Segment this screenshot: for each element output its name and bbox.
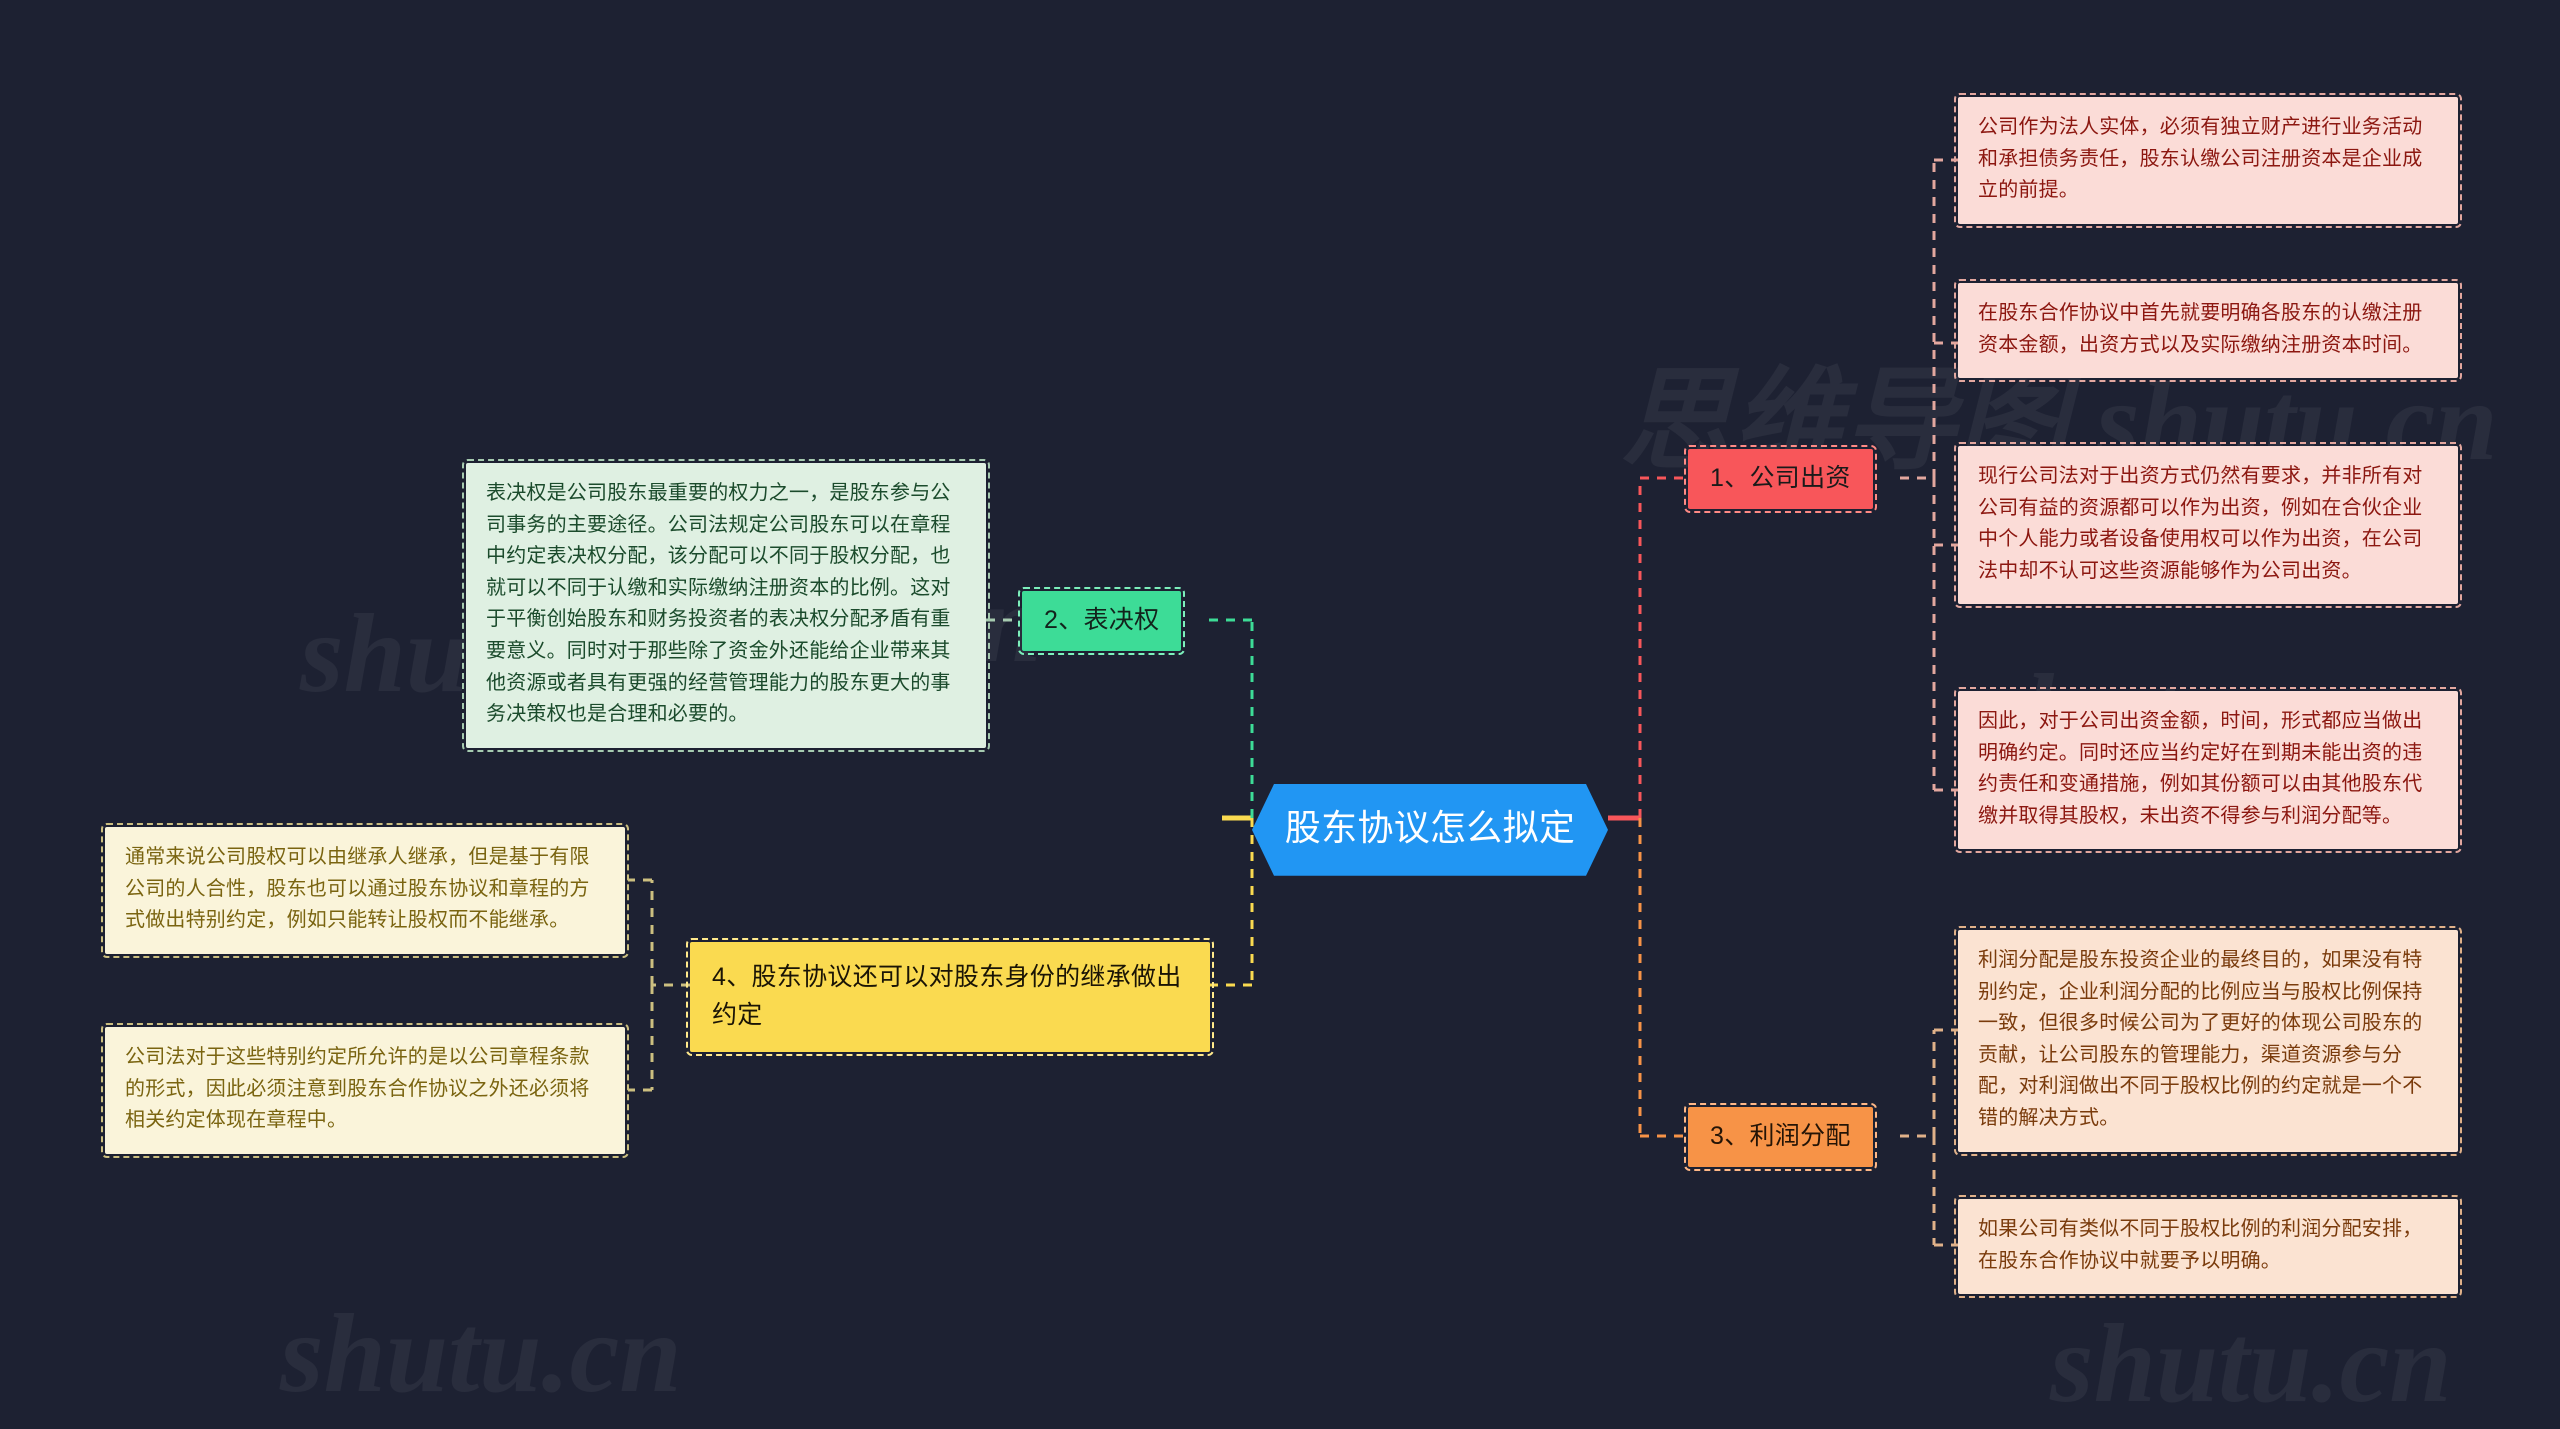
leaf-node[interactable]: 通常来说公司股权可以由继承人继承，但是基于有限公司的人合性，股东也可以通过股东协… xyxy=(101,823,629,958)
branch-label-biaojuequan[interactable]: 2、表决权 xyxy=(1017,587,1186,655)
branch-label-gudongshenfen-jicheng[interactable]: 4、股东协议还可以对股东身份的继承做出约定 xyxy=(686,938,1214,1056)
branch-label-lirunfenpei[interactable]: 3、利润分配 xyxy=(1684,1103,1877,1171)
leaf-node[interactable]: 利润分配是股东投资企业的最终目的，如果没有特别约定，企业利润分配的比例应当与股权… xyxy=(1954,926,2462,1156)
leaf-node[interactable]: 公司法对于这些特别约定所允许的是以公司章程条款的形式，因此必须注意到股东合作协议… xyxy=(101,1023,629,1158)
leaf-node[interactable]: 公司作为法人实体，必须有独立财产进行业务活动和承担债务责任，股东认缴公司注册资本… xyxy=(1954,93,2462,228)
central-topic[interactable]: 股东协议怎么拟定 xyxy=(1252,784,1608,876)
leaf-node[interactable]: 在股东合作协议中首先就要明确各股东的认缴注册资本金额，出资方式以及实际缴纳注册资… xyxy=(1954,278,2462,383)
leaf-node[interactable]: 如果公司有类似不同于股权比例的利润分配安排，在股东合作协议中就要予以明确。 xyxy=(1954,1194,2462,1299)
leaf-node[interactable]: 现行公司法对于出资方式仍然有要求，并非所有对公司有益的资源都可以作为出资，例如在… xyxy=(1954,441,2462,609)
mindmap-canvas: shutu.cn shutu.cn 思维导图 shutu.cn shutu.cn… xyxy=(101,93,2498,1426)
leaf-node[interactable]: 因此，对于公司出资金额，时间，形式都应当做出明确约定。同时还应当约定好在到期未能… xyxy=(1954,686,2462,854)
leaf-node[interactable]: 表决权是公司股东最重要的权力之一，是股东参与公司事务的主要途径。公司法规定公司股… xyxy=(462,459,990,752)
watermark: shutu.cn xyxy=(280,1292,682,1416)
branch-label-gongsichuzi[interactable]: 1、公司出资 xyxy=(1684,445,1877,513)
watermark: shutu.cn xyxy=(2050,1302,2452,1426)
